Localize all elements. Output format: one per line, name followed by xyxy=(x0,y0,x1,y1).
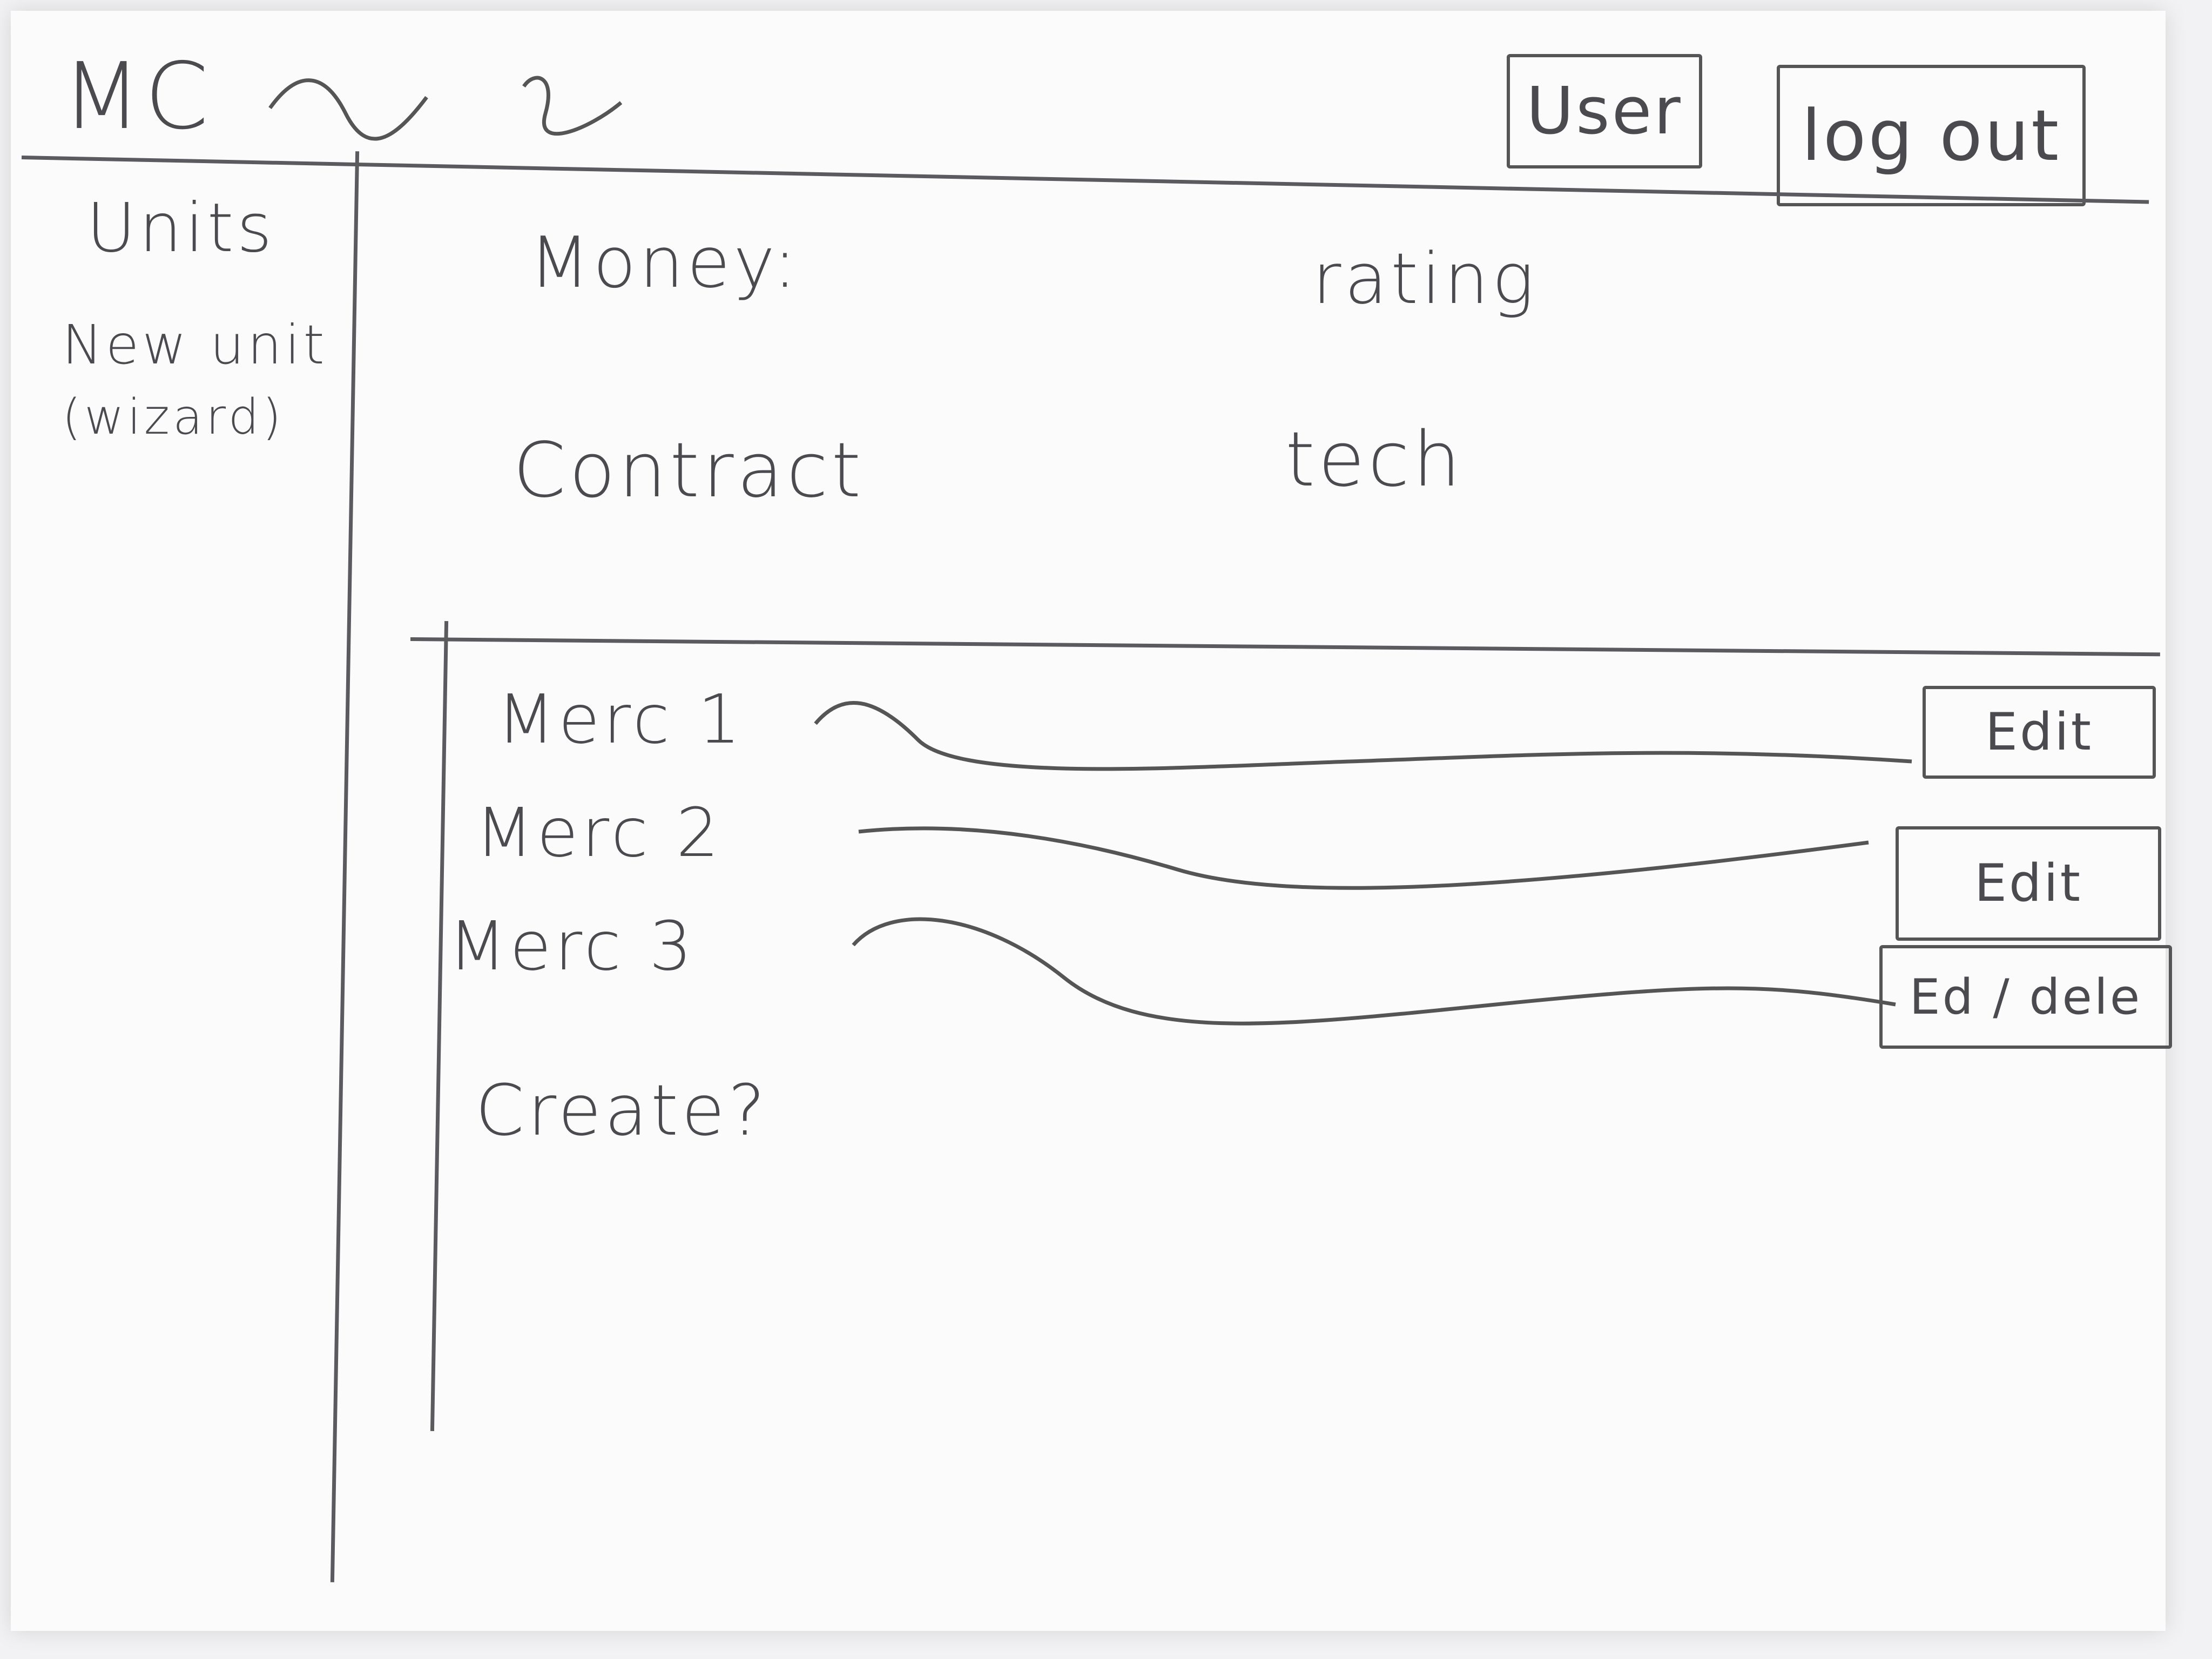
app-logo: MC xyxy=(62,43,212,150)
merc-list-divider xyxy=(410,637,2160,657)
title-placeholder-squiggle xyxy=(268,76,623,141)
merc-row-name[interactable]: Merc 3 xyxy=(448,907,696,986)
sidebar-new-unit-link[interactable]: New unit xyxy=(62,313,328,376)
paper-sheet: MC User log out Units New unit (wizard) … xyxy=(11,11,2172,1631)
create-merc-link[interactable]: Create? xyxy=(475,1069,768,1151)
sidebar-divider xyxy=(330,151,360,1582)
merc-1-edit-button[interactable]: Edit xyxy=(1923,686,2156,779)
contract-label: Contract xyxy=(513,427,865,515)
merc-1-detail-squiggle xyxy=(814,700,1912,771)
user-button[interactable]: User xyxy=(1507,54,1702,168)
money-label: Money: xyxy=(529,221,800,304)
sidebar-title-units[interactable]: Units xyxy=(86,189,275,267)
merc-2-detail-squiggle xyxy=(858,826,1869,890)
logout-button[interactable]: log out xyxy=(1777,65,2086,206)
merc-3-edit-delete-button[interactable]: Ed / dele xyxy=(1879,945,2172,1049)
merc-row-name[interactable]: Merc 2 xyxy=(475,794,723,872)
merc-row-name[interactable]: Merc 1 xyxy=(497,680,744,759)
tech-label: tech xyxy=(1285,416,1464,504)
rating-label: rating xyxy=(1312,238,1537,320)
sidebar-new-unit-note: (wizard) xyxy=(62,389,285,446)
merc-2-edit-button[interactable]: Edit xyxy=(1896,826,2161,941)
merc-3-detail-squiggle xyxy=(852,917,1896,1026)
merc-list-left-border xyxy=(430,621,449,1431)
